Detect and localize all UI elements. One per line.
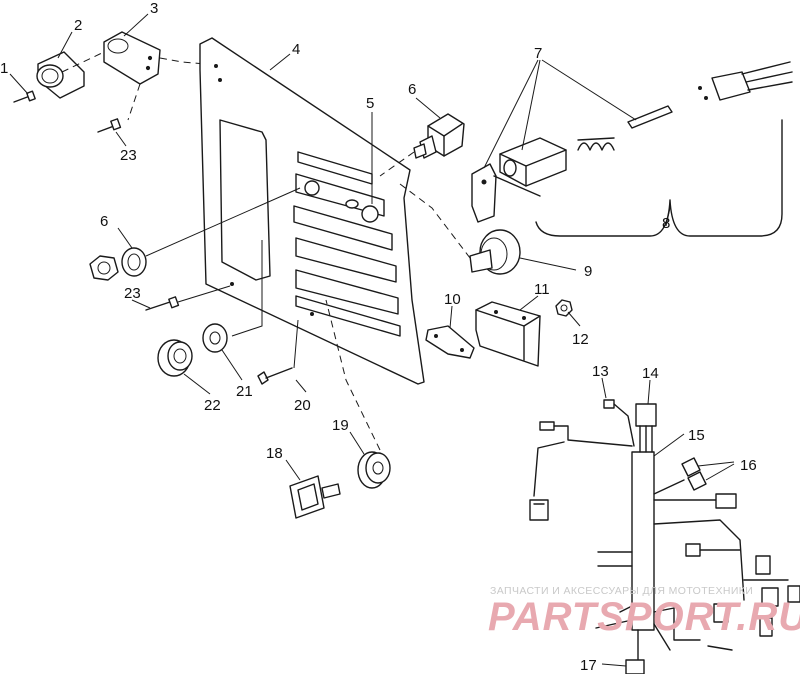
- part-6-nut-washer: [89, 247, 147, 281]
- part-8-brace: [535, 119, 783, 237]
- part-22-nut-ring: [157, 339, 193, 377]
- part-1-screw: [13, 90, 36, 103]
- callout-9: 9: [584, 263, 592, 280]
- part-19-lock-ring: [357, 451, 391, 489]
- part-2-bezel: [36, 51, 85, 99]
- callout-17: 17: [580, 657, 597, 674]
- callout-1: 1: [0, 60, 8, 77]
- part-23-screw-lower: [145, 285, 231, 311]
- part-23-screw-top: [97, 118, 122, 133]
- callout-20: 20: [294, 397, 311, 414]
- callout-22: 22: [204, 397, 221, 414]
- callout-6-toggle: 6: [408, 81, 416, 98]
- callout-6-nut: 6: [100, 213, 108, 230]
- callout-5: 5: [366, 95, 374, 112]
- callout-19: 19: [332, 417, 349, 434]
- callout-7: 7: [534, 45, 542, 62]
- callout-23-lower: 23: [124, 285, 141, 302]
- part-7-switch-assembly: [471, 61, 793, 223]
- callout-15: 15: [688, 427, 705, 444]
- part-20-screw: [257, 319, 299, 385]
- part-4-dash-panel: [199, 37, 425, 385]
- watermark-subtitle: ЗАПЧАСТИ И АКСЕССУАРЫ ДЛЯ МОТОТЕХНИКИ: [490, 585, 753, 597]
- callout-4: 4: [292, 41, 300, 58]
- callout-2: 2: [74, 17, 82, 34]
- part-11-bracket: [475, 301, 541, 367]
- watermark-logo: PARTSPORT.RU: [488, 595, 800, 639]
- part-6-toggle-switch: [413, 113, 465, 159]
- part-9-gauge: [469, 229, 521, 275]
- callout-10: 10: [444, 291, 461, 308]
- callout-14: 14: [642, 365, 659, 382]
- part-3-bracket: [103, 31, 161, 85]
- callout-12: 12: [572, 331, 589, 348]
- callout-23-top: 23: [120, 147, 137, 164]
- callout-3: 3: [150, 0, 158, 17]
- part-18-key: [289, 475, 341, 519]
- callout-16: 16: [740, 457, 757, 474]
- part-21-washer: [202, 323, 228, 353]
- callout-8: 8: [662, 215, 670, 232]
- part-10-bracket: [425, 325, 475, 359]
- callout-13: 13: [592, 363, 609, 380]
- callout-21: 21: [236, 383, 253, 400]
- callout-18: 18: [266, 445, 283, 462]
- callout-11: 11: [534, 281, 550, 298]
- wiring-harness: [529, 399, 800, 674]
